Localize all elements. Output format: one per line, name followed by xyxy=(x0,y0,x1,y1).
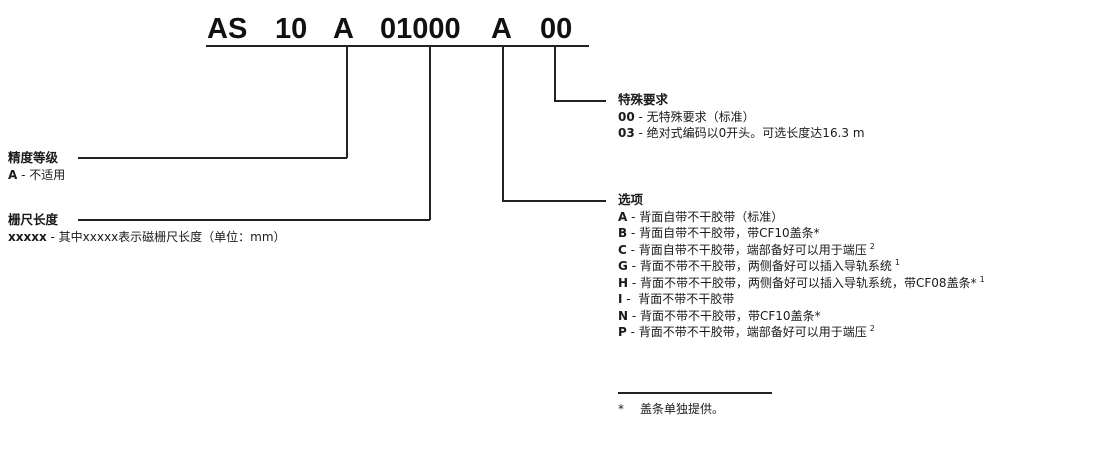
option-code: N xyxy=(618,308,629,323)
option-separator: - xyxy=(627,259,640,273)
footnote-reference: 2 xyxy=(869,241,875,251)
connector-option-vertical xyxy=(502,45,504,201)
option-description: 无特殊要求（标准） xyxy=(646,109,755,124)
footnote-divider xyxy=(618,392,772,394)
special-option-row: 03 - 绝对式编码以0开头。可选长度达16.3 m xyxy=(618,125,865,142)
option-code: 03 xyxy=(618,126,635,140)
option-separator: - xyxy=(622,292,639,306)
option-description: 背面不带不干胶带，两侧备好可以插入导轨系统，带CF08盖条* xyxy=(640,275,977,290)
option-separator: - xyxy=(627,209,640,224)
options-option-row: H - 背面不带不干胶带，两侧备好可以插入导轨系统，带CF08盖条*1 xyxy=(618,275,985,292)
options-option-row: N - 背面不带不干胶带，带CF10盖条* xyxy=(618,308,985,325)
options-title: 选项 xyxy=(618,192,644,207)
precision-group: 精度等级 A - 不适用 xyxy=(8,150,65,183)
connector-special-vertical xyxy=(554,45,556,101)
scale-length-option-row: xxxxx - 其中xxxxx表示磁栅尺长度（单位：mm） xyxy=(8,229,286,246)
option-description: 背面不带不干胶带 xyxy=(638,292,735,306)
code-segment-length: 01000 xyxy=(380,13,461,45)
option-separator: - xyxy=(628,275,641,290)
footnote: * 盖条单独提供。 xyxy=(618,401,724,417)
option-code: H xyxy=(618,275,629,290)
option-description: 背面不带不干胶带，带CF10盖条* xyxy=(640,308,821,323)
code-segment-series: AS xyxy=(207,13,248,45)
option-separator: - xyxy=(626,325,639,339)
option-separator: - xyxy=(634,109,647,124)
option-description: 背面不带不干胶带，端部备好可以用于端压 xyxy=(638,325,867,339)
option-code: B xyxy=(618,226,628,240)
footnote-mark: * xyxy=(618,402,624,416)
option-description: 背面自带不干胶带，带CF10盖条* xyxy=(639,226,820,240)
option-description: 背面不带不干胶带，两侧备好可以插入导轨系统 xyxy=(639,259,892,273)
code-underline xyxy=(206,45,589,47)
option-description: 背面自带不干胶带（标准） xyxy=(639,209,784,224)
option-code: I xyxy=(618,292,623,306)
option-description: 绝对式编码以0开头。可选长度达16.3 m xyxy=(646,126,865,140)
code-segment-option: A xyxy=(491,13,512,45)
option-code: A xyxy=(8,167,18,182)
options-group: 选项 A - 背面自带不干胶带（标准） B - 背面自带不干胶带，带CF10盖条… xyxy=(618,192,985,341)
special-group: 特殊要求 00 - 无特殊要求（标准） 03 - 绝对式编码以0开头。可选长度达… xyxy=(618,92,865,142)
code-segment-special: 00 xyxy=(540,13,573,45)
options-option-row: I - 背面不带不干胶带 xyxy=(618,291,985,308)
option-separator: - xyxy=(634,126,647,140)
option-code: 00 xyxy=(618,109,635,124)
special-option-row: 00 - 无特殊要求（标准） xyxy=(618,109,865,126)
code-segment-size: 10 xyxy=(275,13,308,45)
option-code: xxxxx xyxy=(8,229,47,244)
option-separator: - xyxy=(626,242,639,257)
code-segment-precision: A xyxy=(333,13,354,45)
connector-precision-horizontal xyxy=(78,157,347,159)
connector-length-horizontal xyxy=(78,219,430,221)
connector-length-vertical xyxy=(429,45,431,220)
option-separator: - xyxy=(46,229,59,244)
options-option-row: B - 背面自带不干胶带，带CF10盖条* xyxy=(618,225,985,242)
option-code: C xyxy=(618,242,627,257)
option-description: 其中xxxxx表示磁栅尺长度（单位：mm） xyxy=(58,229,286,244)
scale-length-group: 栅尺长度 xxxxx - 其中xxxxx表示磁栅尺长度（单位：mm） xyxy=(8,212,286,245)
option-separator: - xyxy=(627,226,640,240)
special-title: 特殊要求 xyxy=(618,92,669,107)
option-code: G xyxy=(618,259,628,273)
option-description: 背面自带不干胶带，端部备好可以用于端压 xyxy=(638,242,867,257)
option-code: A xyxy=(618,209,628,224)
footnote-text: 盖条单独提供。 xyxy=(640,402,725,416)
footnote-reference: 1 xyxy=(894,258,900,267)
option-code: P xyxy=(618,325,627,339)
footnote-reference: 2 xyxy=(869,324,875,333)
option-separator: - xyxy=(17,167,30,182)
precision-option-row: A - 不适用 xyxy=(8,167,65,184)
footnote-reference: 1 xyxy=(979,274,985,284)
connector-precision-vertical xyxy=(346,45,348,158)
option-description: 不适用 xyxy=(29,167,66,182)
precision-title: 精度等级 xyxy=(8,150,59,165)
option-separator: - xyxy=(628,308,641,323)
options-option-row: A - 背面自带不干胶带（标准） xyxy=(618,209,985,226)
connector-option-horizontal xyxy=(502,200,606,202)
connector-special-horizontal xyxy=(554,100,606,102)
scale-length-title: 栅尺长度 xyxy=(8,212,59,227)
